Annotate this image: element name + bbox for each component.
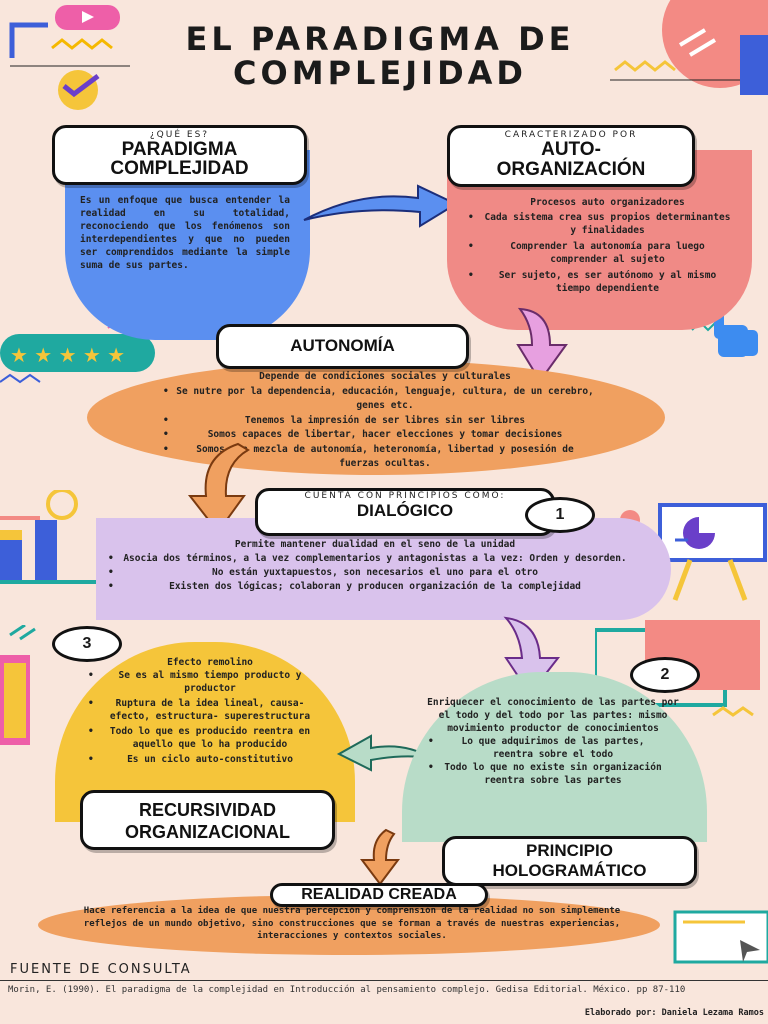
auto-content: Procesos auto organizadores Cada sistema… — [468, 196, 735, 295]
footer-citation: Morin, E. (1990). El paradigma de la com… — [8, 985, 686, 995]
footer-heading: FUENTE DE CONSULTA — [10, 962, 192, 977]
list-item: Existen dos lógicas; colaboran y produce… — [108, 580, 630, 594]
list-item: Lo que adquirimos de las partes, reentra… — [428, 735, 666, 761]
list-item: Es un ciclo auto-constitutivo — [88, 753, 320, 766]
footer-divider — [0, 980, 768, 981]
list-item: No están yuxtapuestos, son necesarios el… — [108, 566, 630, 580]
number-badge-2: 2 — [630, 657, 700, 693]
list-item: Cada sistema crea sus propios determinan… — [468, 211, 735, 237]
recursividad-intro: Efecto remolino — [167, 657, 253, 668]
svg-text:★ ★ ★ ★ ★: ★ ★ ★ ★ ★ — [10, 343, 125, 367]
autonomia-heading: AUTONOMÍA — [290, 336, 395, 355]
dialogico-label: CUENTA CON PRINCIPIOS COMO: DIALÓGICO — [255, 488, 555, 536]
recursividad-heading-2: ORGANIZACIONAL — [125, 822, 290, 842]
paradigma-kicker: ¿QUÉ ES? — [149, 130, 210, 140]
auto-kicker: CARACTERIZADO POR — [504, 130, 638, 140]
top-left-decoration — [9, 5, 130, 110]
auto-label: CARACTERIZADO POR AUTO-ORGANIZACIÓN — [447, 125, 695, 187]
dialogico-heading: DIALÓGICO — [356, 501, 454, 520]
top-right-decoration — [610, 0, 768, 95]
realidad-label: REALIDAD CREADA — [270, 883, 488, 907]
dialogico-content: Permite mantener dualidad en el seno de … — [108, 538, 630, 594]
autonomia-content: Depende de condiciones sociales y cultur… — [163, 370, 595, 472]
number-badge-3: 3 — [52, 626, 122, 662]
recursividad-heading-1: RECURSIVIDAD — [138, 800, 276, 820]
left-browser-decoration — [0, 625, 36, 745]
hologramatico-intro: Enriquecer el conocimiento de las partes… — [427, 697, 679, 734]
autonomia-intro: Depende de condiciones sociales y cultur… — [259, 371, 511, 382]
autonomia-label: AUTONOMÍA — [216, 324, 469, 369]
auto-intro: Procesos auto organizadores — [530, 197, 685, 208]
hologramatico-heading-1: PRINCIPIO — [526, 841, 613, 860]
list-item: Se nutre por la dependencia, educación, … — [163, 385, 595, 414]
page-title: EL PARADIGMA DE COMPLEJIDAD — [120, 22, 640, 90]
list-item: Tenemos la impresión de ser libres sin s… — [163, 414, 595, 429]
hologramatico-heading-2: HOLOGRAMÁTICO — [492, 861, 647, 880]
arrow-icon — [360, 828, 400, 886]
dialogico-kicker: CUENTA CON PRINCIPIOS COMO: — [304, 491, 506, 501]
list-item: Asocia dos términos, a la vez complement… — [108, 552, 630, 566]
arrow-icon — [336, 734, 432, 772]
list-item: Todo lo que no existe sin organización r… — [428, 761, 666, 787]
hologramatico-content: Enriquecer el conocimiento de las partes… — [422, 696, 684, 787]
footer-author: Elaborado por: Daniela Lezama Ramos — [584, 1008, 764, 1018]
pointer-hand-icon — [691, 304, 758, 357]
list-item: Somos capaces de libertar, hacer eleccio… — [163, 428, 595, 443]
paradigma-text: Es un enfoque que busca entender la real… — [80, 195, 290, 271]
list-item: Todo lo que es producido reentra en aque… — [88, 725, 320, 751]
realidad-text: Hace referencia a la idea de que nuestra… — [83, 906, 621, 941]
recursividad-content: Efecto remolino Se es al mismo tiempo pr… — [88, 656, 320, 766]
bottom-right-decoration — [673, 910, 768, 964]
list-item: Se es al mismo tiempo producto y product… — [88, 669, 320, 695]
realidad-heading: REALIDAD CREADA — [301, 886, 457, 903]
recursividad-label: RECURSIVIDAD ORGANIZACIONAL — [80, 790, 335, 850]
presentation-icon — [620, 503, 767, 601]
list-item: Somos una mezcla de autonomía, heteronom… — [163, 443, 595, 472]
title-line-2: COMPLEJIDAD — [233, 54, 527, 92]
hologramatico-label: PRINCIPIO HOLOGRAMÁTICO — [442, 836, 697, 886]
list-item: Ruptura de la idea lineal, causa- efecto… — [88, 697, 320, 723]
auto-heading: AUTO-ORGANIZACIÓN — [496, 139, 646, 180]
list-item: Comprender la autonomía para luego compr… — [468, 240, 735, 266]
bar-chart-icon — [0, 490, 100, 584]
paradigma-heading: PARADIGMA COMPLEJIDAD — [110, 139, 249, 179]
dialogico-intro: Permite mantener dualidad en el seno de … — [234, 539, 516, 550]
arrow-icon — [303, 184, 459, 228]
number-badge-1: 1 — [525, 497, 595, 533]
list-item: Ser sujeto, es ser autónomo y al mismo t… — [468, 269, 735, 295]
paradigma-label: ¿QUÉ ES? PARADIGMA COMPLEJIDAD — [52, 125, 307, 185]
title-line-1: EL PARADIGMA DE — [185, 20, 575, 58]
